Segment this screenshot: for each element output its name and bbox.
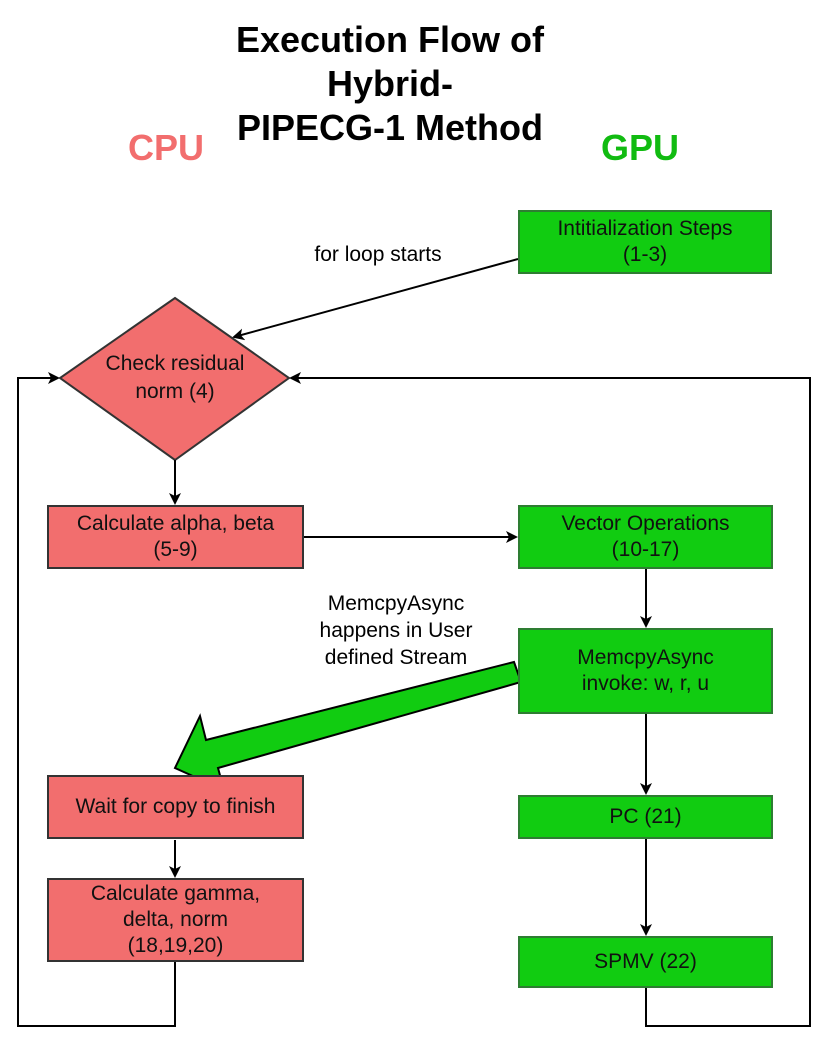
stream-line-2: happens in User (319, 619, 473, 642)
gpu-lane-label: GPU (601, 127, 680, 168)
edge-gamma-loop-back (17, 372, 176, 1027)
async-copy-arrow (173, 660, 523, 792)
vector-line-2: (10-17) (611, 538, 680, 561)
wait-copy-node: Wait for copy to finish (47, 775, 304, 839)
memcpy-line-2: invoke: w, r, u (581, 672, 710, 695)
alpha-line-2: (5-9) (153, 538, 198, 561)
memcpy-line-1: MemcpyAsync (577, 646, 714, 669)
edge-init-to-check (232, 258, 519, 341)
init-steps-node: Intitialization Steps (1-3) (518, 210, 772, 274)
stream-line-3: defined Stream (324, 646, 468, 669)
cpu-lane-label: CPU (128, 127, 205, 168)
init-line-1: Intitialization Steps (557, 217, 733, 240)
vector-line-1: Vector Operations (561, 512, 730, 535)
edge-spmv-loop-back (289, 372, 811, 1027)
vector-operations-node: Vector Operations (10-17) (518, 505, 773, 569)
check-line-2: norm (4) (135, 380, 215, 403)
title-line-1: Execution Flow of Hybrid- (235, 19, 544, 104)
title-line-2: PIPECG-1 Method (236, 107, 544, 148)
loop-start-label: for loop starts (314, 243, 442, 266)
spmv-node: SPMV (22) (518, 936, 773, 988)
calc-gamma-delta-node: Calculate gamma, delta, norm (18,19,20) (47, 878, 304, 962)
gamma-line-2: delta, norm (122, 908, 229, 931)
diagram-title: Execution Flow of Hybrid- PIPECG-1 Metho… (180, 18, 600, 150)
async-stream-label: MemcpyAsync happens in User defined Stre… (296, 590, 496, 671)
check-residual-text: Check residual norm (4) (75, 350, 275, 406)
pc-node: PC (21) (518, 795, 773, 839)
calc-alpha-beta-node: Calculate alpha, beta (5-9) (47, 505, 304, 569)
stream-line-1: MemcpyAsync (327, 592, 465, 615)
check-line-1: Check residual (105, 352, 245, 375)
alpha-line-1: Calculate alpha, beta (76, 512, 275, 535)
init-line-2: (1-3) (622, 243, 668, 266)
gamma-line-3: (18,19,20) (127, 934, 224, 957)
gamma-line-1: Calculate gamma, (90, 882, 261, 905)
memcpy-async-node: MemcpyAsync invoke: w, r, u (518, 628, 773, 714)
